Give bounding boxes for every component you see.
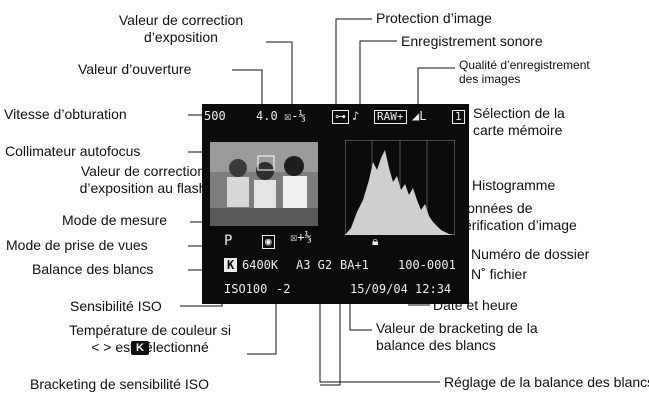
- iso-value: ISO100: [224, 282, 268, 296]
- wb-shift-value: A3 G2: [296, 258, 333, 272]
- quality-raw-badge: RAW+: [374, 110, 407, 124]
- leader-wb-setting: [319, 296, 440, 383]
- label-verification-data: Données de vérification d’image: [457, 200, 577, 233]
- folder-file-number: 100-0001: [398, 258, 456, 272]
- label-shutter-speed: Vitesse d’obturation: [4, 106, 127, 122]
- label-sound-recording: Enregistrement sonore: [401, 33, 543, 49]
- label-folder-number: Numéro de dossier: [471, 246, 590, 262]
- wb-temperature-value: 6400K: [242, 258, 279, 272]
- label-file-number: N˚ fichier: [471, 266, 528, 282]
- label-white-balance: Balance des blancs: [32, 261, 154, 277]
- exposure-comp-value: ☒-⅓: [284, 109, 306, 123]
- shutter-speed-value: 500: [204, 109, 226, 123]
- leader-iso-bracket: [320, 296, 341, 386]
- label-aperture: Valeur d’ouverture: [78, 61, 192, 77]
- sound-icon: ♪: [352, 109, 360, 123]
- leader-exposure-comp: [266, 41, 293, 104]
- label-iso-bracketing: Bracketing de sensibilité ISO: [30, 376, 209, 392]
- shooting-mode-value: P: [224, 233, 233, 249]
- histogram: [345, 140, 455, 235]
- card-number: 1: [452, 110, 465, 124]
- label-image-protection: Protection d’image: [376, 10, 492, 26]
- leader-quality: [417, 67, 455, 104]
- lock-icon: 🔒︎: [372, 234, 379, 248]
- label-metering: Mode de mesure: [62, 212, 168, 228]
- label-autofocus: Collimateur autofocus: [5, 143, 141, 159]
- label-histogram: Histogramme: [472, 177, 556, 193]
- camera-lcd-screen: 500 4.0 ☒-⅓ ⊶ ♪ RAW+ ◢L 1 ☒+⅓: [202, 104, 469, 304]
- leader-wb-bracket: [349, 296, 372, 331]
- label-image-quality: Qualité d’enregistrement des images: [459, 58, 590, 86]
- aperture-value: 4.0: [256, 109, 278, 123]
- label-iso: Sensibilité ISO: [70, 298, 162, 314]
- wb-bracket-value: BA+1: [340, 258, 369, 272]
- k-icon: K: [131, 341, 149, 355]
- label-card-selection: Sélection de la carte mémoire: [473, 105, 565, 138]
- label-shooting-mode: Mode de prise de vues: [6, 237, 148, 253]
- leader-aperture: [232, 69, 263, 104]
- label-wb-setting: Réglage de la balance des blancs: [444, 374, 649, 390]
- date-time-value: 15/09/04 12:34: [350, 282, 452, 296]
- protect-icon: ⊶: [332, 110, 349, 124]
- label-color-temperature: Température de couleur si < > est sélect…: [69, 322, 231, 355]
- label-exposure-comp: Valeur de correction d’exposition: [118, 12, 244, 45]
- iso-bracket-value: -2: [276, 282, 291, 296]
- label-wb-bracketing: Valeur de bracketing de la balance des b…: [376, 320, 538, 353]
- leader-sound: [359, 40, 397, 104]
- wb-k-icon: K: [224, 258, 238, 272]
- leader-protection: [335, 18, 372, 104]
- photo-thumbnail: [210, 142, 318, 226]
- label-flash-comp: Valeur de correction d’exposition au fla…: [79, 163, 207, 196]
- metering-icon: ◉: [262, 235, 275, 249]
- flash-comp-value: ☒+⅓: [290, 230, 312, 244]
- quality-l-value: ◢L: [412, 109, 427, 123]
